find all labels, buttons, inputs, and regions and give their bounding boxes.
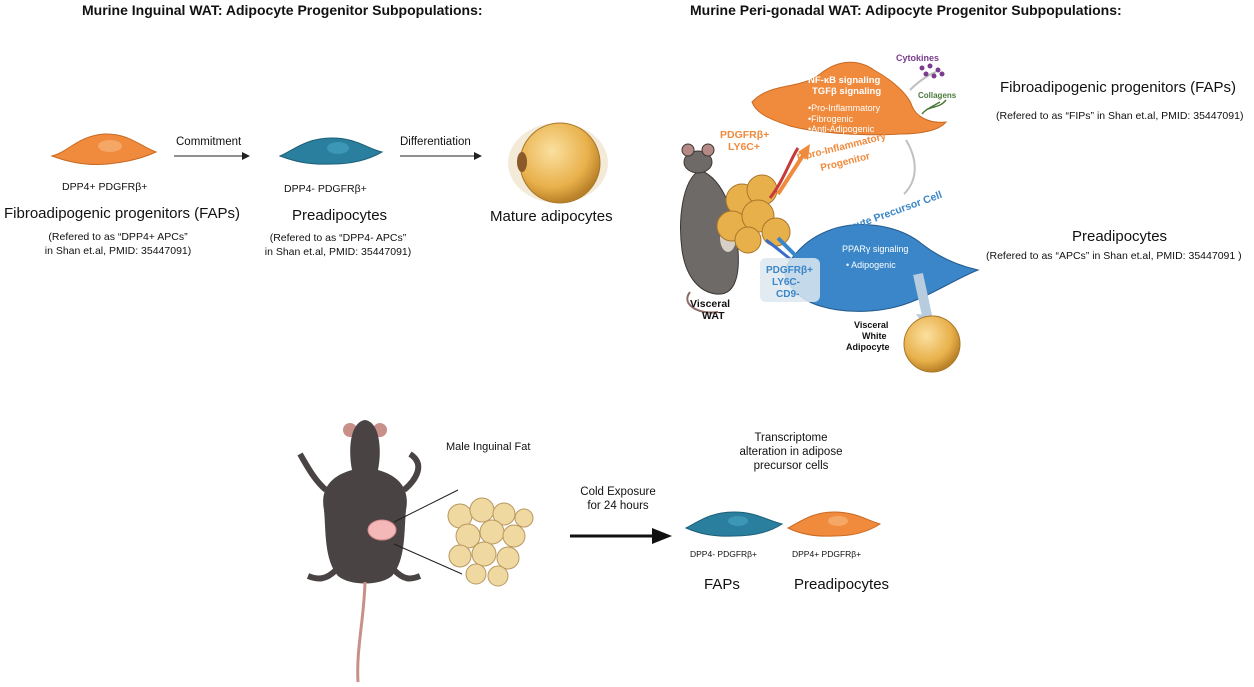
fap-note-line2: in Shan et.al, PMID: 35447091) — [44, 245, 192, 257]
transcriptome-label-2: alteration in adipose — [739, 446, 843, 458]
vwa-label-3: Adipocyte — [846, 342, 890, 352]
bottom-preadipocytes-label: Preadipocytes — [794, 576, 890, 593]
cold-exposure-label-1: Cold Exposure — [580, 486, 656, 498]
cytokines-dots — [919, 63, 945, 79]
collagen-fibers — [921, 99, 947, 115]
bottom-teal-cell — [684, 511, 784, 537]
right-panel-title: Murine Peri-gonadal WAT: Adipocyte Proge… — [690, 2, 1122, 18]
fip-bullet-3: •Anti-Adipogenic — [808, 124, 875, 134]
fip-signaling-1: NF-κB signaling — [808, 75, 881, 86]
fap-name-label: Fibroadipogenic progenitors (FAPs) — [4, 205, 240, 222]
transcriptome-label-1: Transcriptome — [754, 432, 828, 444]
preadipocyte-cell-teal — [278, 137, 384, 165]
visceral-wat-label-1: Visceral — [690, 298, 731, 310]
preadipocyte-name-label: Preadipocytes — [292, 207, 388, 224]
transcriptome-label-3: precursor cells — [753, 460, 829, 472]
right-fap-name: Fibroadipogenic progenitors (FAPs) — [1000, 79, 1236, 96]
apc-marker-2: LY6C- — [772, 277, 800, 288]
apc-bullet-1: • Adipogenic — [846, 260, 896, 270]
mature-adipocyte-icon — [508, 122, 608, 204]
differentiation-label: Differentiation — [400, 136, 471, 148]
bottom-mouse-diagram — [297, 420, 534, 683]
vwa-label-2: White — [862, 331, 887, 341]
commitment-label: Commitment — [176, 136, 242, 148]
bottom-orange-marker: DPP4+ PDGFRβ+ — [792, 549, 862, 559]
fap-note-line1: (Refered to as “DPP4+ APCs” — [48, 231, 188, 243]
cold-exposure-arrow — [570, 528, 672, 544]
bottom-teal-marker: DPP4- PDGFRβ+ — [690, 549, 757, 559]
visceral-wat-label-2: WAT — [702, 310, 725, 322]
fip-bullet-2: •Fibrogenic — [808, 114, 854, 124]
fap-cell-orange — [50, 133, 158, 165]
right-preadipocyte-note: (Refered to as “APCs” in Shan et.al, PMI… — [986, 250, 1242, 262]
apc-marker-3: CD9- — [776, 289, 800, 300]
collagens-label: Collagens — [918, 91, 957, 100]
left-panel-title: Murine Inguinal WAT: Adipocyte Progenito… — [82, 2, 483, 18]
preadipocyte-note-line2: in Shan et.al, PMID: 35447091) — [264, 246, 412, 258]
pgwat-diagram — [680, 61, 980, 373]
bottom-faps-label: FAPs — [704, 576, 740, 593]
fap-marker-label: DPP4+ PDGFRβ+ — [62, 181, 148, 193]
preadipocyte-marker-label: DPP4- PDGFRβ+ — [284, 183, 367, 195]
bottom-orange-cell — [786, 511, 882, 537]
apc-signaling: PPARγ signaling — [842, 244, 909, 254]
apc-marker-1: PDGFRβ+ — [766, 265, 813, 276]
preadipocyte-note-line1: (Refered to as “DPP4- APCs” — [269, 232, 407, 244]
differentiation-arrow — [400, 152, 482, 160]
cold-exposure-label-2: for 24 hours — [587, 500, 649, 512]
fip-marker-2: LY6C+ — [728, 141, 761, 153]
fip-signaling-2: TGFβ signaling — [812, 86, 882, 97]
commitment-arrow — [174, 152, 250, 160]
vwa-label-1: Visceral — [854, 320, 889, 330]
cytokines-label: Cytokines — [896, 53, 940, 63]
right-preadipocyte-name: Preadipocytes — [1072, 228, 1168, 245]
mouse-figure — [680, 143, 739, 314]
right-fap-note: (Refered to as “FIPs” in Shan et.al, PMI… — [996, 110, 1244, 122]
mature-adipocyte-label: Mature adipocytes — [490, 208, 613, 225]
male-inguinal-fat-label: Male Inguinal Fat — [446, 441, 531, 453]
fip-bullet-1: •Pro-Inflammatory — [808, 103, 881, 113]
fip-marker-1: PDGFRβ+ — [720, 129, 770, 141]
